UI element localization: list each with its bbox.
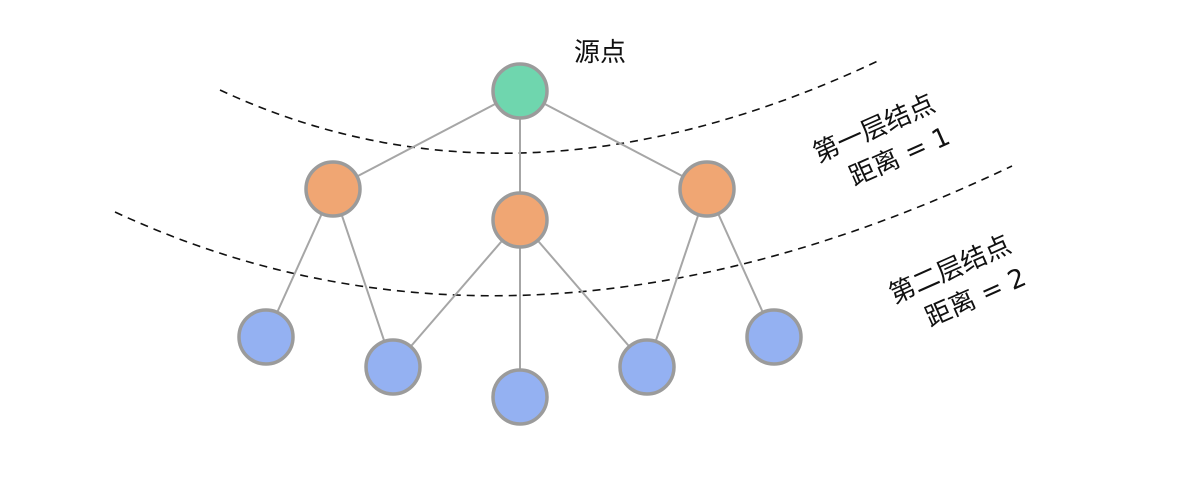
layer-2-node-e (364, 338, 422, 396)
edge-c-g (646, 188, 708, 368)
edge-b-e (392, 219, 521, 368)
layer-1-boundary (219, 59, 881, 155)
layer-2-node-h (745, 308, 803, 366)
edge-s-a (332, 90, 521, 190)
layer-1-node-b (491, 191, 549, 249)
layer-2-annotation: 第二层结点 距离 = 2 (885, 230, 1031, 334)
edge-s-c (519, 90, 708, 190)
source-label: 源点 (574, 38, 626, 68)
edge-a-e (332, 188, 394, 368)
layer-2-node-f (491, 368, 549, 426)
layer-2-node-d (237, 308, 295, 366)
layer-1-node-a (304, 160, 362, 218)
layer-1-annotation: 第一层结点 距离 = 1 (809, 89, 955, 193)
layer-2-node-g (618, 338, 676, 396)
edge-b-g (519, 219, 648, 368)
layer-1-node-c (678, 160, 736, 218)
layer-2-boundary (114, 165, 1013, 297)
source-node-s (491, 62, 549, 120)
nodes (237, 62, 803, 426)
